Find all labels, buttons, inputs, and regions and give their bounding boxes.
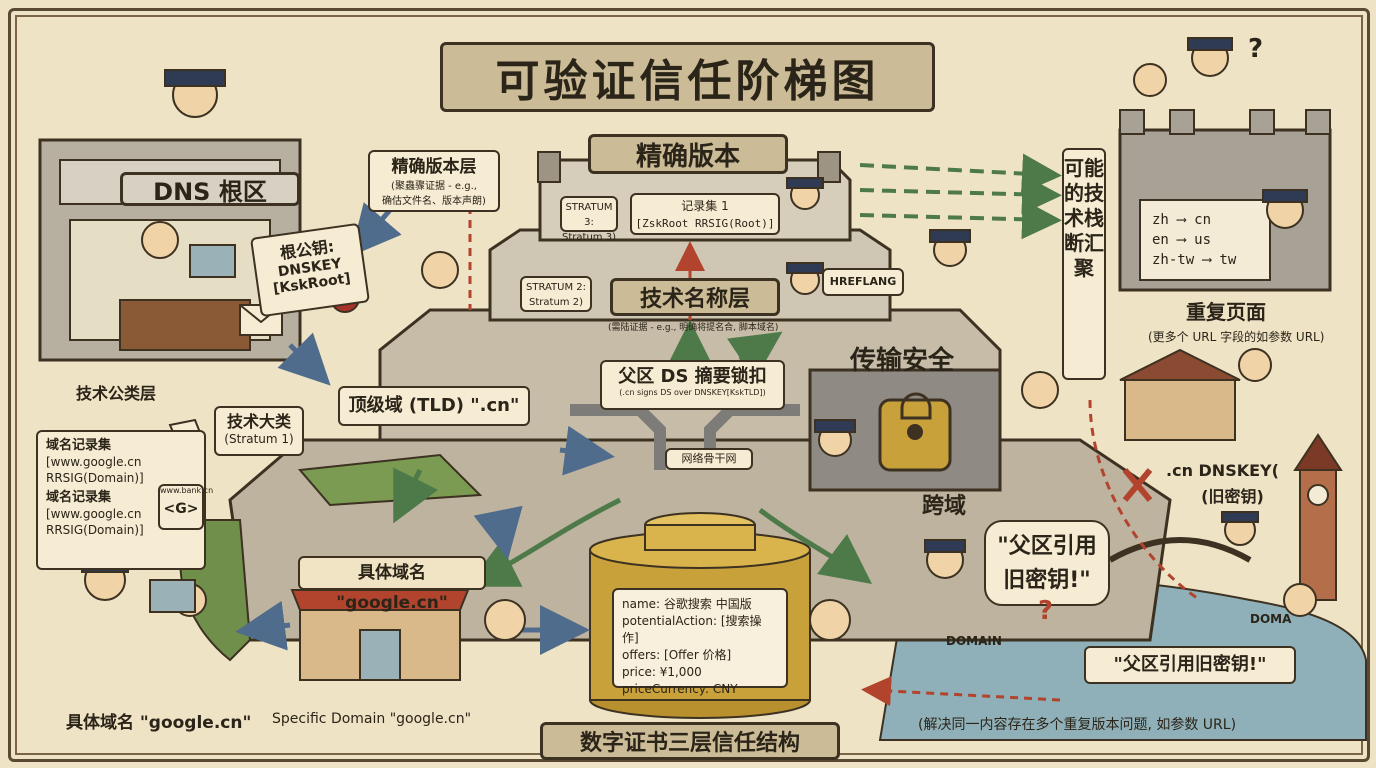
green-arrows xyxy=(393,320,873,587)
hreflang-sign: HREFLANG xyxy=(822,268,904,296)
mid-note: (需陆证据 - e.g., 明确将提名合, 脚本域名) xyxy=(608,323,779,333)
record-set-1: 记录集 1 [ZskRoot RRSIG(Root)] xyxy=(630,193,780,235)
root-key-card: 根公钥: DNSKEY [KskRoot] xyxy=(249,222,371,318)
transport-label: 传输安全 xyxy=(850,346,955,376)
blue-arrows xyxy=(235,202,615,655)
domain-island-2: DOMA xyxy=(1250,612,1292,626)
shield-lock-icon xyxy=(900,392,932,420)
speech-l2: 旧密钥!" xyxy=(1003,568,1091,593)
stratum1: (Stratum 1) xyxy=(224,432,294,446)
speech-bubble: "父区引用 旧密钥!" xyxy=(984,520,1110,606)
structured-line-3: offers: [Offer 价格] xyxy=(622,648,732,662)
structured-line-2: potentialAction: [搜索操作] xyxy=(622,614,762,645)
domain-island-1: DOMAIN xyxy=(946,634,1002,648)
dns-root-label: DNS 根区 xyxy=(120,172,300,206)
record-l1-2: [www.google.cn xyxy=(46,507,142,521)
stratum2-l2: Stratum 2) xyxy=(529,297,583,308)
stratum2-l1: STRATUM 2: xyxy=(525,282,587,293)
old-key-label: .cn DNSKEY( (旧密钥) xyxy=(1166,458,1279,510)
speech-l1: "父区引用 xyxy=(997,534,1097,559)
backbone-label: 网络骨干网 xyxy=(665,448,753,470)
top-layer-note1: (聚蟲骤证据 - e.g., xyxy=(391,181,477,192)
record-l1-1: [www.google.cn xyxy=(46,455,142,469)
top-crenellations xyxy=(537,151,841,183)
top-layer-callout: 精确版本层 (聚蟲骤证据 - e.g., 确估文件名、版本声朗) xyxy=(368,150,500,212)
stratum3-l1: STRATUM 3: xyxy=(565,202,613,228)
locale-map: zh ⟶ cn en ⟶ us zh-tw ⟶ tw xyxy=(1152,210,1236,270)
stratum3-l2: Stratum 3) xyxy=(562,232,616,243)
shop-building xyxy=(290,589,470,681)
page-title: 可验证信任阶梯图 xyxy=(440,42,935,112)
site-glyph: <G> xyxy=(163,501,199,517)
ds-lock-box: 父区 DS 摘要锁扣 (.cn signs DS over DNSKEY[Ksk… xyxy=(600,360,785,410)
tech-public-layer: 技术公类层 xyxy=(76,384,157,403)
bridge xyxy=(1108,537,1252,563)
record1-l2: [ZskRoot RRSIG(Root)] xyxy=(635,217,775,230)
page-subtitle: 数字证书三层信任结构 xyxy=(540,722,840,760)
old-key-l1: .cn DNSKEY( xyxy=(1166,461,1279,480)
record-title-1: 域名记录集 xyxy=(46,438,112,453)
mid-banner: 技术名称层 xyxy=(610,278,780,316)
map-line-3: zh-tw ⟶ tw xyxy=(1152,252,1237,268)
tld-label: 顶级域 (TLD) ".cn" xyxy=(338,386,530,426)
map-line-2: en ⟶ us xyxy=(1152,232,1212,248)
cross-domain-label: 跨域 xyxy=(922,494,967,519)
top-banner: 精确版本 xyxy=(588,134,788,174)
question-icon: ? xyxy=(1038,596,1054,626)
bottom-note: (解决同一内容存在多个重复版本问题, 如参数 URL) xyxy=(918,717,1237,733)
house-right xyxy=(1119,348,1241,441)
record-title-2: 域名记录集 xyxy=(46,490,112,505)
record-l2-2: RRSIG(Domain)] xyxy=(46,523,144,537)
monitor-icon xyxy=(149,244,236,613)
record1-l1: 记录集 1 xyxy=(681,199,729,213)
dup-title: 重复页面 xyxy=(1186,300,1266,324)
bottom-domain-en: Specific Domain "google.cn" xyxy=(272,711,472,727)
site-window: www.bank.cn <G> xyxy=(158,484,214,530)
vertical-label: 可能的技术栈断汇聚 xyxy=(1062,148,1106,380)
stratum2-sign: STRATUM 2: Stratum 2) xyxy=(520,276,592,312)
structured-line-1: name: 谷歌搜索 中国版 xyxy=(622,597,752,611)
page-border xyxy=(8,8,1370,762)
record-l2-1: RRSIG(Domain)] xyxy=(46,471,144,485)
ds-title: 父区 DS 摘要锁扣 xyxy=(618,366,767,387)
domain-banner: 具体域名 "google.cn" xyxy=(298,556,486,613)
ds-note: (.cn signs DS over DNSKEY[KskTLD]) xyxy=(619,388,766,397)
bottom-domain-cn: 具体域名 "google.cn" xyxy=(66,713,252,733)
stratum3-sign: STRATUM 3: Stratum 3) xyxy=(560,196,618,243)
green-dashed-arrows xyxy=(859,153,1062,240)
dup-note: (更多个 URL 字段的如参数 URL) xyxy=(1148,330,1325,344)
structured-line-4: price: ¥1,000 xyxy=(622,665,702,679)
top-layer-note2: 确估文件名、版本声朗) xyxy=(382,196,486,207)
site-tab: www.bank.cn xyxy=(160,486,214,495)
tech-major: 技术大类 xyxy=(226,412,291,431)
structured-data-card: name: 谷歌搜索 中国版 potentialAction: [搜索操作] o… xyxy=(612,588,788,696)
clock-tower xyxy=(1293,433,1343,601)
question-icon-top: ? xyxy=(1248,34,1264,64)
structured-line-5: priceCurrency: CNY xyxy=(622,682,738,696)
map-line-1: zh ⟶ cn xyxy=(1152,212,1212,228)
cross-icon xyxy=(1122,468,1153,502)
quote-box: "父区引用旧密钥!" xyxy=(1084,646,1296,684)
tech-major-sign: 技术大类 (Stratum 1) xyxy=(214,406,304,456)
top-layer-title: 精确版本层 xyxy=(391,157,477,177)
old-key-l2: (旧密钥) xyxy=(1201,487,1264,506)
